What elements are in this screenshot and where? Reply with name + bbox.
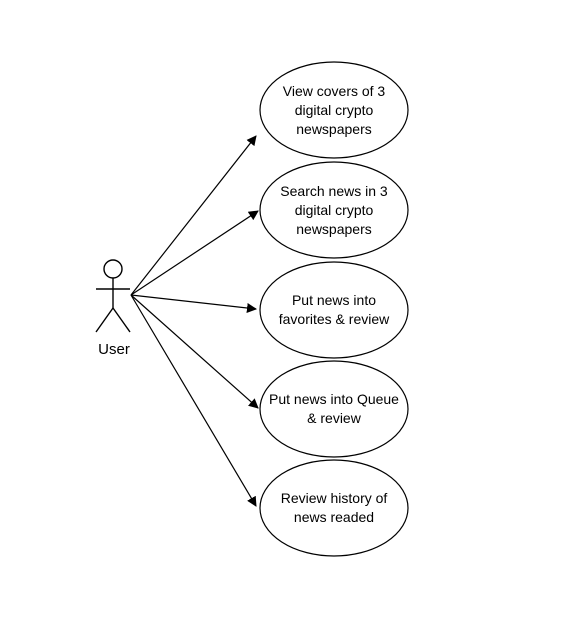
association-arrow-favorites xyxy=(130,294,257,313)
use-case-label-view-covers: View covers of 3 digital crypto newspape… xyxy=(282,82,386,137)
use-case-ellipse-queue xyxy=(259,360,409,458)
use-case-label-favorites: Put news into favorites & review xyxy=(278,292,390,327)
use-case-label-history: Review history of news readed xyxy=(280,490,388,525)
actor-head xyxy=(103,259,123,279)
actor-left-leg xyxy=(95,307,114,333)
use-case-label-queue: Put news into Queue & review xyxy=(269,391,399,426)
actor-right-leg xyxy=(112,307,131,333)
user-actor-icon xyxy=(95,259,131,333)
use-case-ellipse-view-covers xyxy=(259,61,409,159)
actor-label: User xyxy=(98,341,130,358)
association-arrow-view-covers xyxy=(130,135,257,296)
use-case-ellipse-favorites xyxy=(259,261,409,359)
association-arrow-search-news xyxy=(130,210,259,296)
use-case-ellipse-search-news xyxy=(259,161,409,259)
association-arrow-history xyxy=(130,294,257,507)
use-case-ellipse-history xyxy=(259,459,409,557)
association-arrow-queue xyxy=(130,294,259,409)
use-case-label-search-news: Search news in 3 digital crypto newspape… xyxy=(280,182,388,237)
